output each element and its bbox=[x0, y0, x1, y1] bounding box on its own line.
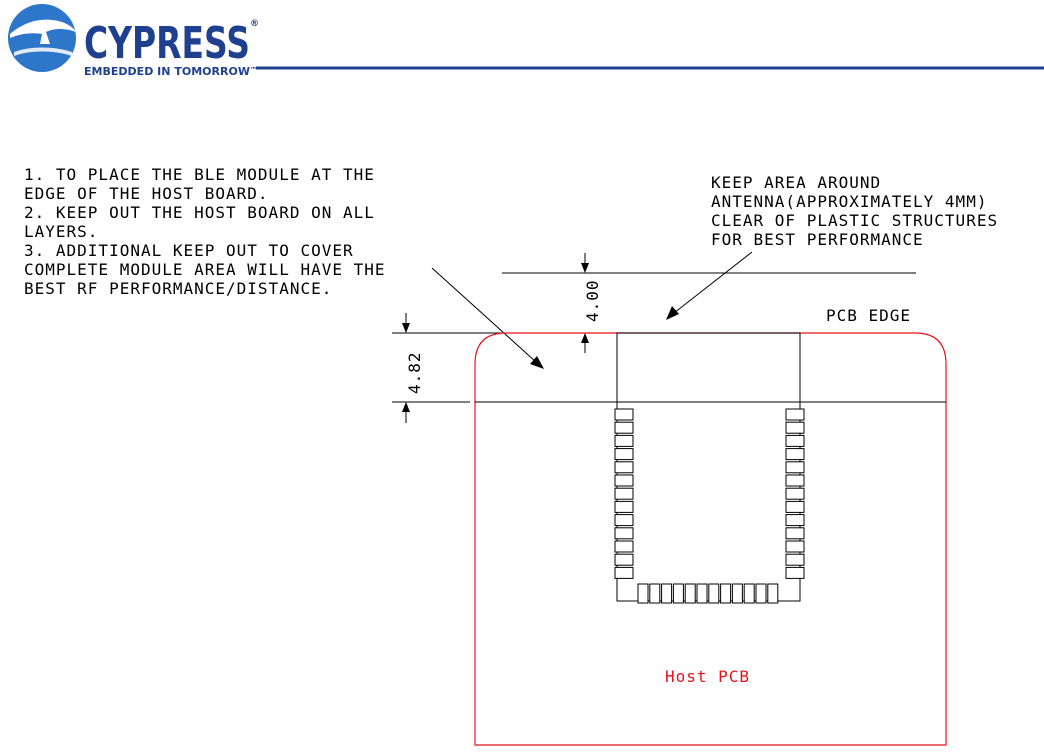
arrowhead-icon bbox=[666, 306, 679, 320]
module-pad bbox=[785, 461, 805, 474]
dimension-antenna-clearance: 4.00 bbox=[502, 253, 916, 353]
module-pad bbox=[785, 500, 805, 513]
module-pad bbox=[720, 583, 732, 604]
note-line: EDGE OF THE HOST BOARD. bbox=[24, 184, 269, 203]
arrowhead-icon bbox=[530, 356, 544, 369]
leader-arrows bbox=[431, 251, 753, 369]
module-pad bbox=[614, 500, 634, 513]
module-pad bbox=[767, 583, 779, 604]
module-pad bbox=[785, 408, 805, 421]
pcb-outline bbox=[474, 332, 947, 746]
logo-trademark: ™ bbox=[250, 66, 257, 74]
pad-column-right bbox=[785, 408, 805, 579]
module-pad bbox=[785, 448, 805, 461]
note-line: BEST RF PERFORMANCE/DISTANCE. bbox=[24, 279, 332, 298]
module-pad bbox=[743, 583, 755, 604]
module-pad bbox=[614, 408, 634, 421]
pad-column-left bbox=[614, 408, 634, 579]
module-pad bbox=[614, 474, 634, 487]
module-pad bbox=[684, 583, 696, 604]
module-pad bbox=[785, 487, 805, 500]
logo-tagline: EMBEDDED IN TOMORROW bbox=[84, 65, 250, 78]
module-pad bbox=[637, 583, 649, 604]
arrowhead-icon bbox=[402, 323, 410, 333]
note-line: 3. ADDITIONAL KEEP OUT TO COVER bbox=[24, 241, 354, 260]
module-pad bbox=[614, 553, 634, 566]
module-pad bbox=[614, 434, 634, 447]
module-pad bbox=[785, 514, 805, 527]
module-pad bbox=[649, 583, 661, 604]
pad-row-bottom bbox=[637, 583, 779, 604]
module-pad bbox=[661, 583, 673, 604]
note-leader-line bbox=[431, 267, 537, 363]
module-pad bbox=[785, 527, 805, 540]
module-pad bbox=[785, 474, 805, 487]
arrowhead-icon bbox=[581, 333, 589, 343]
antenna-leader-line bbox=[673, 251, 753, 314]
logo-tree-icon bbox=[10, 19, 76, 44]
logo-wordmark: CYPRESS bbox=[84, 18, 250, 69]
note-line: ANTENNA(APPROXIMATELY 4MM) bbox=[711, 192, 987, 211]
arrowhead-icon bbox=[581, 263, 589, 273]
module-pad bbox=[785, 421, 805, 434]
dimension-keepout-depth: 4.82 bbox=[392, 313, 617, 423]
right-notes: KEEP AREA AROUND ANTENNA(APPROXIMATELY 4… bbox=[711, 173, 998, 249]
module-pad bbox=[614, 487, 634, 500]
module-pad bbox=[696, 583, 708, 604]
module-pad bbox=[614, 514, 634, 527]
host-pcb-label: Host PCB bbox=[665, 667, 750, 686]
logo-registered: ® bbox=[250, 19, 259, 29]
module-pad bbox=[731, 583, 743, 604]
module-pad bbox=[614, 461, 634, 474]
module-pad bbox=[614, 448, 634, 461]
module-pad bbox=[785, 434, 805, 447]
module-pad bbox=[785, 553, 805, 566]
note-line: CLEAR OF PLASTIC STRUCTURES bbox=[711, 211, 998, 230]
module-pad bbox=[785, 566, 805, 579]
module-pad bbox=[785, 540, 805, 553]
module-pad bbox=[614, 527, 634, 540]
module-pad bbox=[755, 583, 767, 604]
left-notes: 1. TO PLACE THE BLE MODULE AT THE EDGE O… bbox=[24, 165, 386, 298]
ble-module bbox=[614, 332, 805, 604]
module-pad bbox=[708, 583, 720, 604]
pcb-edge-label: PCB EDGE bbox=[826, 306, 911, 325]
note-line: KEEP AREA AROUND bbox=[711, 173, 881, 192]
module-pad bbox=[614, 566, 634, 579]
dimension-label: 4.82 bbox=[405, 351, 424, 394]
module-pad bbox=[672, 583, 684, 604]
cypress-logo: CYPRESS ® EMBEDDED IN TOMORROW ™ bbox=[8, 4, 259, 78]
note-line: LAYERS. bbox=[24, 222, 98, 241]
arrowhead-icon bbox=[402, 402, 410, 412]
note-line: FOR BEST PERFORMANCE bbox=[711, 230, 924, 249]
dimension-label: 4.00 bbox=[583, 279, 602, 322]
module-outline bbox=[616, 332, 801, 602]
note-line: 1. TO PLACE THE BLE MODULE AT THE bbox=[24, 165, 375, 184]
module-pad bbox=[614, 421, 634, 434]
host-pcb: Host PCB bbox=[474, 332, 947, 746]
note-line: 2. KEEP OUT THE HOST BOARD ON ALL bbox=[24, 203, 375, 222]
note-line: COMPLETE MODULE AREA WILL HAVE THE bbox=[24, 260, 386, 279]
module-pad bbox=[614, 540, 634, 553]
